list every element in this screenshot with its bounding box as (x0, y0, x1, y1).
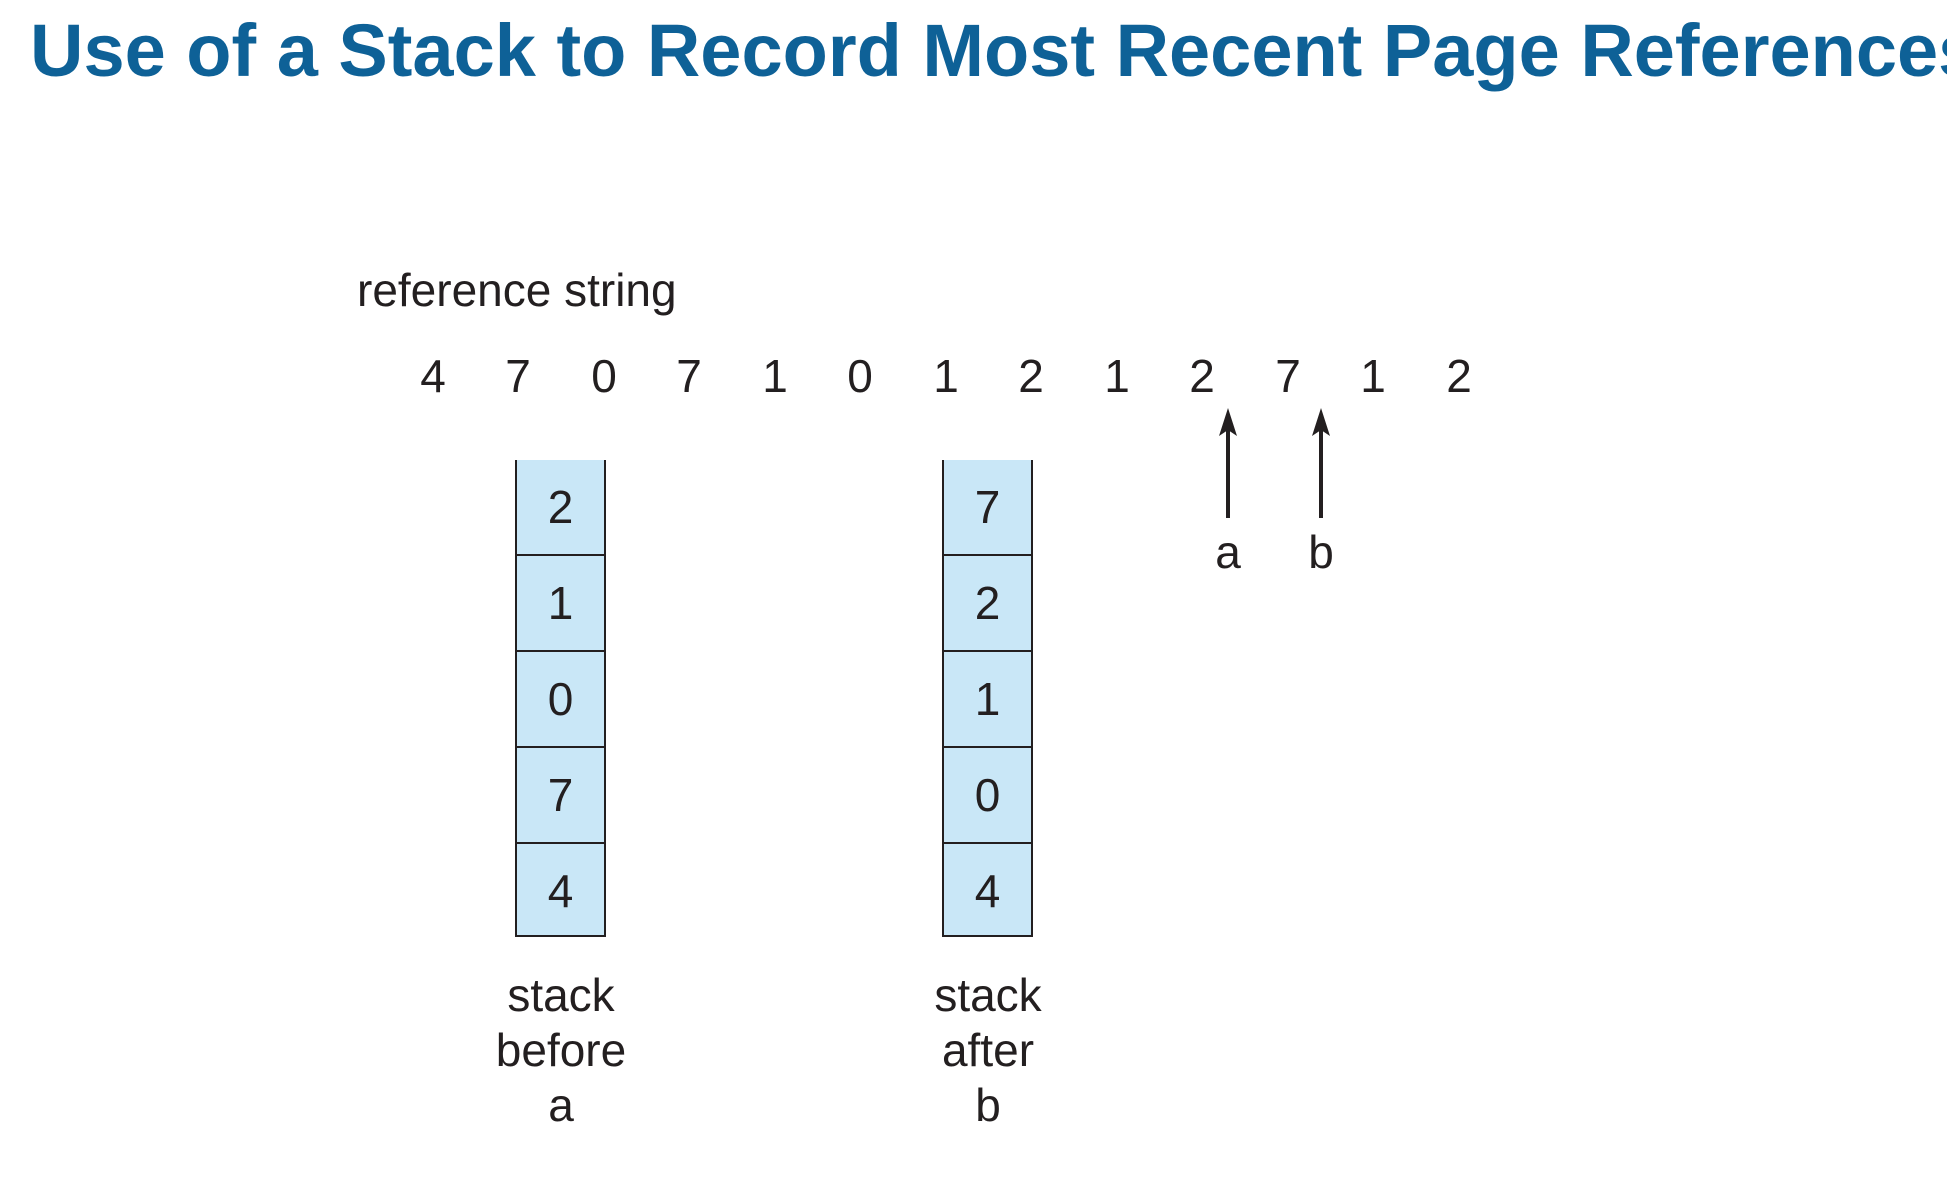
pointer-a-label: a (1215, 526, 1241, 578)
reference-item: 7 (676, 350, 702, 402)
stack-before-caption: stack before a (461, 968, 661, 1133)
caption-line: stack (507, 969, 615, 1021)
pointer-b-label: b (1308, 526, 1334, 578)
stack-after-b: 7 2 1 0 4 (942, 460, 1033, 937)
stack-cell: 2 (944, 556, 1031, 652)
caption-line: stack (934, 969, 1042, 1021)
reference-item: 2 (1446, 350, 1472, 402)
reference-item: 2 (1189, 350, 1215, 402)
stack-cell: 1 (944, 652, 1031, 748)
stack-cell: 4 (974, 865, 1001, 917)
reference-item: 7 (1275, 350, 1301, 402)
stack-cell: 1 (517, 556, 604, 652)
stack-after-caption: stack after b (888, 968, 1088, 1133)
stack-cell: 0 (944, 748, 1031, 844)
pointer-b-arrow-icon (1312, 408, 1330, 518)
reference-string-label: reference string (357, 264, 677, 316)
reference-item: 2 (1018, 350, 1044, 402)
stack-cell: 7 (944, 460, 1031, 556)
stack-cell: 2 (517, 460, 604, 556)
reference-item: 1 (762, 350, 788, 402)
pointer-a-arrow-icon (1219, 408, 1237, 518)
caption-line: before (495, 1024, 627, 1076)
reference-item: 0 (847, 350, 873, 402)
reference-item: 0 (591, 350, 617, 402)
caption-line: b (975, 1079, 1001, 1131)
reference-item: 1 (1104, 350, 1130, 402)
reference-item: 1 (1360, 350, 1386, 402)
stack-cell: 4 (547, 865, 574, 917)
stack-before-a: 2 1 0 7 4 (515, 460, 606, 937)
caption-line: after (941, 1024, 1035, 1076)
reference-item: 1 (933, 350, 959, 402)
reference-item: 4 (420, 350, 446, 402)
page-title: Use of a Stack to Record Most Recent Pag… (30, 9, 1947, 92)
caption-line: a (548, 1079, 574, 1131)
stack-cell: 7 (517, 748, 604, 844)
stack-cell: 0 (517, 652, 604, 748)
reference-item: 7 (505, 350, 531, 402)
